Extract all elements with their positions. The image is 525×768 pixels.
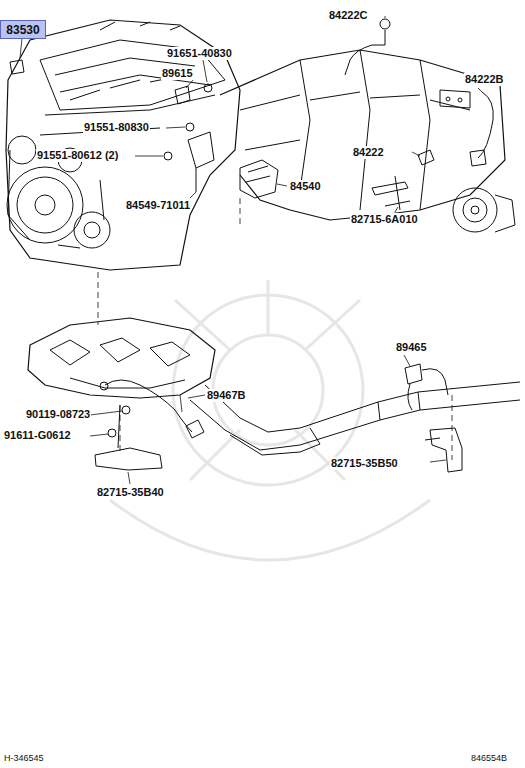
part-number: 84222 — [352, 146, 385, 159]
part-number: 84222B — [464, 73, 505, 86]
figure-code: H-346545 — [3, 752, 45, 765]
part-number: 90119-08723 — [25, 408, 91, 421]
part-number: 91551-80612 (2) — [36, 149, 119, 162]
part-number: 89615 — [161, 67, 194, 80]
part-number: 84540 — [289, 180, 322, 193]
part-number: 91551-80830 — [83, 121, 150, 134]
part-number: 89465 — [395, 341, 428, 354]
part-number: 82715-6A010 — [350, 213, 419, 226]
part-number: 91651-40830 — [166, 47, 233, 60]
part-number: 82715-35B40 — [96, 486, 165, 499]
part-number: 82715-35B50 — [330, 457, 399, 470]
part-number: 84549-71011 — [125, 199, 191, 212]
part-number: 89467B — [206, 389, 247, 402]
part-number: 91611-G0612 — [3, 429, 72, 442]
figure-code: 846554B — [470, 752, 508, 765]
part-number: 84222C — [328, 9, 369, 22]
part-number: 83530 — [6, 23, 39, 37]
highlighted-part-box: 83530 — [0, 20, 46, 39]
